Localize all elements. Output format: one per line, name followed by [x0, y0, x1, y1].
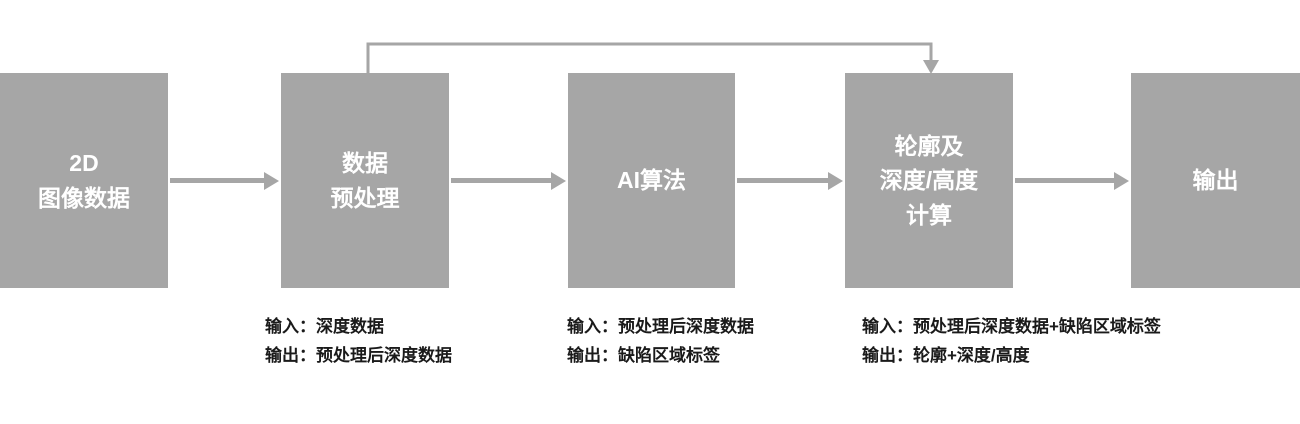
skip-connection-arrow	[366, 42, 939, 74]
node-contour-depth-height-calc: 轮廓及 深度/高度 计算	[845, 73, 1013, 288]
node-data-preprocessing: 数据 预处理	[281, 73, 449, 288]
node-output: 输出	[1131, 73, 1300, 288]
annotation-contour-depth-height-calc: 输入：预处理后深度数据+缺陷区域标签 输出：轮廓+深度/高度	[862, 313, 1161, 371]
node-label: AI算法	[617, 167, 686, 194]
annotation-input-line: 输入：预处理后深度数据	[567, 317, 754, 336]
annotation-data-preprocessing: 输入：深度数据 输出：预处理后深度数据	[265, 313, 452, 371]
annotation-output-line: 输出：预处理后深度数据	[265, 345, 452, 365]
arrow-shaft	[170, 178, 264, 183]
node-label: 轮廓及 深度/高度 计算	[879, 132, 979, 228]
node-label: 数据 预处理	[330, 150, 400, 211]
arrow-head-icon	[264, 171, 279, 190]
annotation-output-line: 输出：轮廓+深度/高度	[862, 345, 1030, 365]
annotation-output-line: 输出：缺陷区域标签	[567, 345, 720, 365]
node-ai-algorithm: AI算法	[568, 73, 735, 288]
arrow-shaft	[1015, 178, 1114, 183]
flow-arrow-2	[451, 171, 566, 190]
flow-arrow-4	[1015, 171, 1129, 190]
arrow-head-icon	[551, 171, 566, 190]
arrow-head-icon	[828, 171, 843, 190]
flow-arrow-3	[737, 171, 843, 190]
flow-arrow-1	[170, 171, 279, 190]
annotation-ai-algorithm: 输入：预处理后深度数据 输出：缺陷区域标签	[567, 313, 754, 371]
arrow-shaft	[451, 178, 551, 183]
node-2d-image-data: 2D 图像数据	[0, 73, 168, 288]
node-label: 2D 图像数据	[38, 150, 130, 211]
arrow-shaft	[737, 178, 828, 183]
node-label: 输出	[1192, 167, 1239, 194]
arrow-head-icon	[1114, 171, 1129, 190]
annotation-input-line: 输入：深度数据	[265, 317, 384, 336]
annotation-input-line: 输入：预处理后深度数据+缺陷区域标签	[862, 317, 1161, 336]
